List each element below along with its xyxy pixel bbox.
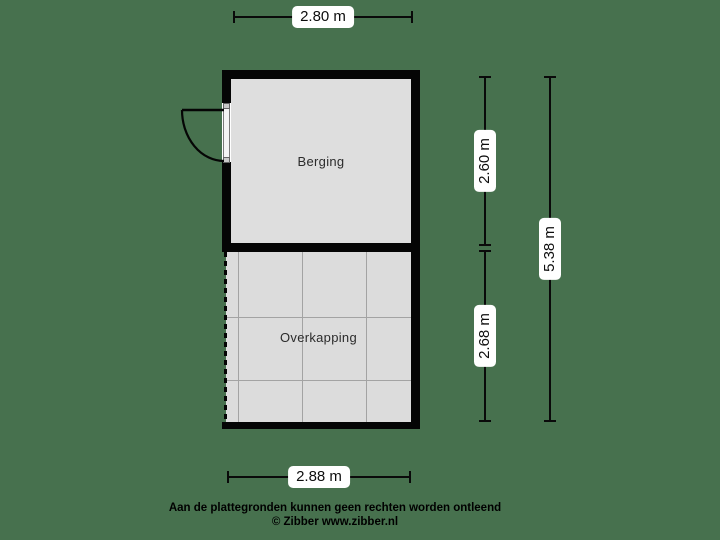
dimension-tick [411, 11, 413, 23]
dimension-tick [479, 250, 491, 252]
dimension-label-bottom: 2.88 m [288, 466, 350, 488]
dimension-tick [544, 420, 556, 422]
dimension-tick [227, 471, 229, 483]
dimension-top-width: 2.80 m [233, 6, 413, 28]
footer: Aan de plattegronden kunnen geen rechten… [0, 501, 670, 529]
dimension-tick [479, 76, 491, 78]
grid-line [366, 252, 367, 422]
footer-disclaimer: Aan de plattegronden kunnen geen rechten… [168, 502, 502, 514]
door-frame-cap-top [223, 103, 230, 109]
dimension-total-height: 5.38 m [539, 76, 561, 422]
overkapping-room: Overkapping [226, 252, 411, 422]
dimension-label-top: 2.80 m [292, 6, 354, 28]
grid-line [302, 252, 303, 422]
overkapping-label: Overkapping [279, 329, 357, 345]
berging-room: Berging [231, 79, 411, 243]
dimension-tick [479, 420, 491, 422]
dimension-tick [233, 11, 235, 23]
dimension-overkapping-height: 2.68 m [474, 250, 496, 422]
grid-line [226, 317, 411, 318]
dimension-tick [544, 76, 556, 78]
dimension-label-berging: 2.60 m [474, 130, 496, 192]
dimension-tick [409, 471, 411, 483]
grid-line [226, 380, 411, 381]
overkapping-bottom-wall [222, 422, 420, 429]
dimension-label-overkapping: 2.68 m [474, 305, 496, 367]
dimension-bottom-width: 2.88 m [227, 466, 411, 488]
berging-label: Berging [297, 153, 345, 169]
dimension-label-total: 5.38 m [539, 218, 561, 280]
dimension-tick [479, 244, 491, 246]
overkapping-right-wall [411, 252, 420, 429]
grid-line [238, 252, 239, 422]
dimension-berging-height: 2.60 m [474, 76, 496, 246]
footer-copyright: © Zibber www.zibber.nl [271, 516, 399, 528]
